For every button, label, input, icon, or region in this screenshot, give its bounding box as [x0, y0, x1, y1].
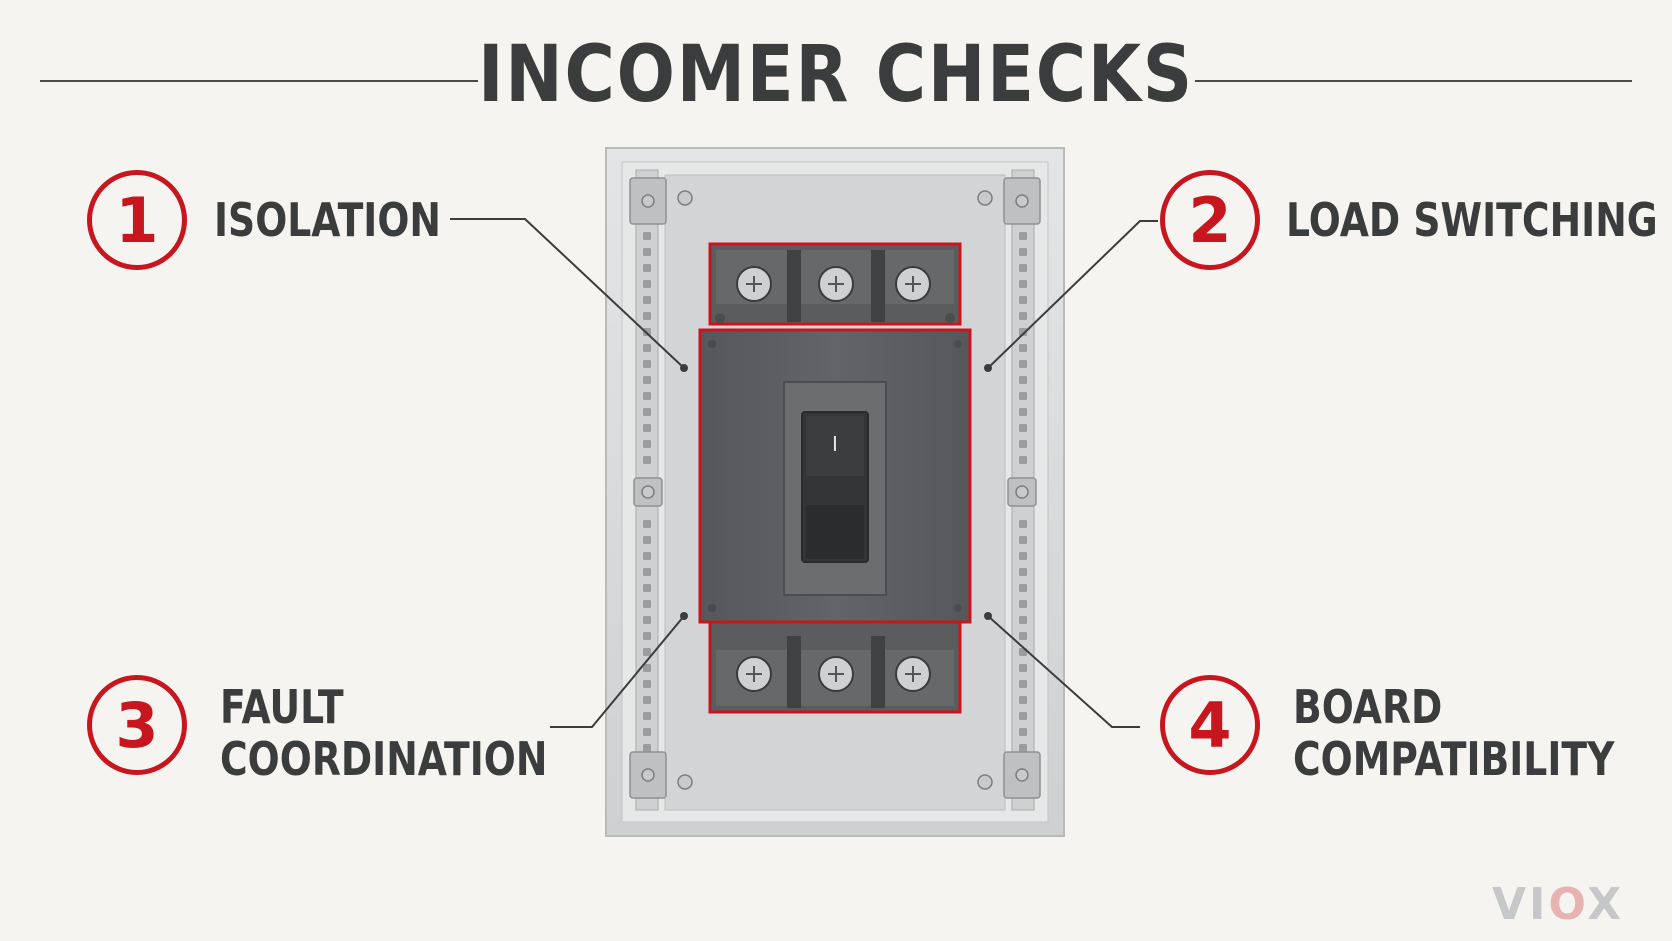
viox-logo: VIOX	[1492, 880, 1624, 930]
callout-2-number: 2	[1188, 183, 1232, 257]
leader-line-3	[550, 615, 685, 728]
handle-mark: I	[832, 432, 838, 456]
callout-2-line-1: LOAD SWITCHING	[1286, 193, 1658, 247]
leader-line-1	[450, 218, 685, 369]
callout-3-line-1: FAULT	[220, 680, 344, 734]
callout-1-label: ISOLATION	[214, 194, 441, 246]
right-upright-slots	[1019, 232, 1027, 752]
callout-1-line-1: ISOLATION	[214, 193, 441, 247]
callout-2-label: LOAD SWITCHING	[1286, 194, 1658, 246]
plate-screws	[641, 190, 1029, 790]
callout-3-line-2: COORDINATION	[220, 732, 548, 786]
callout-4-line-2: COMPATIBILITY	[1293, 732, 1615, 786]
logo-o: O	[1548, 879, 1588, 930]
title-rule-right	[1195, 80, 1632, 82]
logo-prefix: VI	[1492, 879, 1549, 930]
callout-4-badge-icon: 4	[1160, 675, 1260, 775]
callout-1-badge-icon: 1	[87, 170, 187, 270]
leader-lines	[450, 218, 1158, 728]
title-rule-left	[40, 80, 478, 82]
callout-2-badge-icon: 2	[1160, 170, 1260, 270]
callout-3-badge-icon: 3	[87, 675, 187, 775]
leader-line-4	[987, 615, 1140, 728]
leader-dots	[680, 364, 992, 620]
callout-4-label: BOARD COMPATIBILITY	[1293, 681, 1614, 785]
callout-4-number: 4	[1188, 688, 1232, 762]
callout-1-number: 1	[115, 183, 159, 257]
leader-line-2	[987, 220, 1158, 369]
callout-3-label: FAULT COORDINATION	[220, 681, 547, 785]
callout-3-number: 3	[115, 688, 159, 762]
page-title: INCOMER CHECKS	[477, 30, 1194, 120]
logo-suffix: X	[1587, 879, 1625, 930]
left-upright-slots	[643, 232, 651, 752]
callout-4-line-1: BOARD	[1293, 680, 1443, 734]
